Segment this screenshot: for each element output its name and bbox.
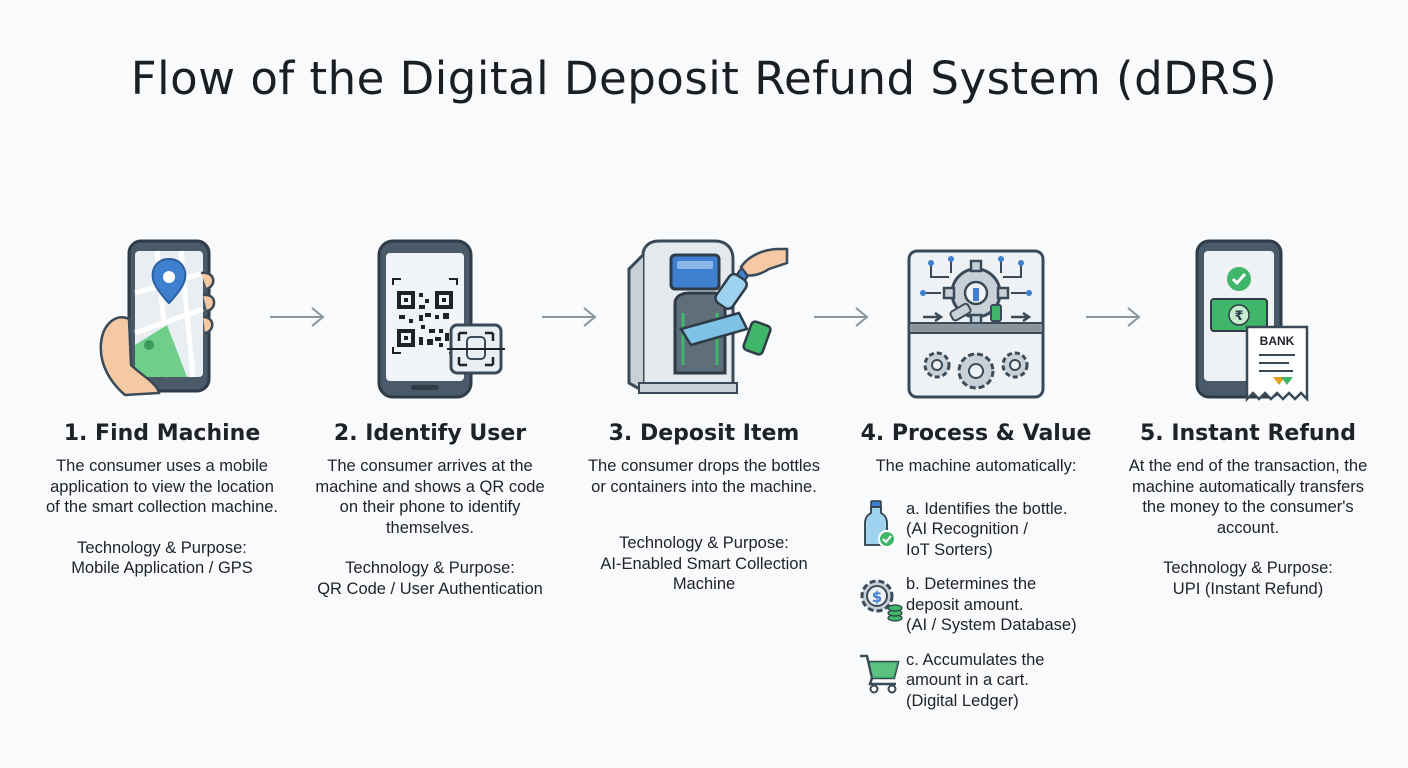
- list-item: a. Identifies the bottle. (AI Recognitio…: [856, 499, 1096, 561]
- item-text: amount in a cart.: [906, 671, 1029, 689]
- tech-value: AI-Enabled Smart Collection Machine: [600, 554, 808, 594]
- cart-icon: [860, 654, 900, 693]
- collection-machine-icon: [627, 239, 789, 394]
- tech-value: QR Code / User Authentication: [317, 579, 543, 598]
- step-description: The machine automatically:: [875, 457, 1077, 475]
- processing-gears-icon: [907, 249, 1045, 399]
- item-text: b. Determines the: [906, 575, 1037, 593]
- step-description: The consumer uses a mobile application t…: [45, 457, 279, 516]
- step-description: The consumer drops the bottles or contai…: [587, 457, 821, 496]
- list-item: c. Accumulates the amount in a cart. (Di…: [856, 650, 1096, 712]
- gear-dollar-icon: $: [860, 579, 903, 622]
- tech-label: Technology & Purpose:: [345, 559, 515, 577]
- step-description: At the end of the transaction, the machi…: [1128, 457, 1368, 537]
- phone-map-pin-icon: [99, 239, 216, 397]
- item-text: (AI / System Database): [906, 616, 1077, 634]
- tech-value: UPI (Instant Refund): [1172, 579, 1324, 598]
- step-find-machine: 1. Find Machine The consumer uses a mobi…: [42, 228, 282, 579]
- step-heading: 3. Deposit Item: [608, 421, 800, 446]
- bottle-check-icon: [864, 499, 896, 548]
- step-heading: 2. Identify User: [333, 421, 527, 446]
- process-list: a. Identifies the bottle. (AI Recognitio…: [856, 499, 1096, 712]
- item-text: (Digital Ledger): [906, 691, 1019, 710]
- item-text: IoT Sorters): [906, 540, 993, 559]
- tech-value: Mobile Application / GPS: [71, 559, 253, 577]
- phone-bank-refund-icon: ₹ BANK: [1195, 239, 1309, 403]
- step-deposit-item: 3. Deposit Item The consumer drops the b…: [584, 228, 824, 595]
- item-text: c. Accumulates the: [906, 650, 1045, 669]
- tech-label: Technology & Purpose:: [619, 534, 789, 552]
- arrow-right-icon: [270, 307, 325, 327]
- bank-label: BANK: [1260, 334, 1295, 348]
- step-instant-refund: ₹ BANK 5. Instant Refund At the end of t…: [1128, 228, 1368, 599]
- svg-text:₹: ₹: [1234, 309, 1243, 324]
- step-identify-user: 2. Identify User The consumer arrives at…: [310, 228, 550, 599]
- list-item: $ b. Determines the deposit amount. (AI …: [856, 574, 1096, 636]
- item-text: a. Identifies the bottle.: [906, 499, 1068, 518]
- qr-scan-icon: [377, 239, 505, 399]
- page-title: Flow of the Digital Deposit Refund Syste…: [130, 52, 1278, 105]
- step-process-value: 4. Process & Value The machine automatic…: [856, 228, 1096, 725]
- svg-text:$: $: [872, 588, 882, 606]
- step-heading: 5. Instant Refund: [1140, 421, 1356, 446]
- arrow-right-icon: [1086, 307, 1141, 327]
- arrow-right-icon: [814, 307, 869, 327]
- arrow-right-icon: [542, 307, 597, 327]
- step-description: The consumer arrives at the machine and …: [315, 457, 545, 537]
- item-text: (AI Recognition /: [906, 520, 1028, 538]
- step-heading: 1. Find Machine: [63, 421, 261, 446]
- tech-label: Technology & Purpose:: [1163, 559, 1333, 577]
- tech-label: Technology & Purpose:: [77, 538, 247, 557]
- step-heading: 4. Process & Value: [860, 421, 1092, 446]
- item-text: deposit amount.: [906, 595, 1024, 614]
